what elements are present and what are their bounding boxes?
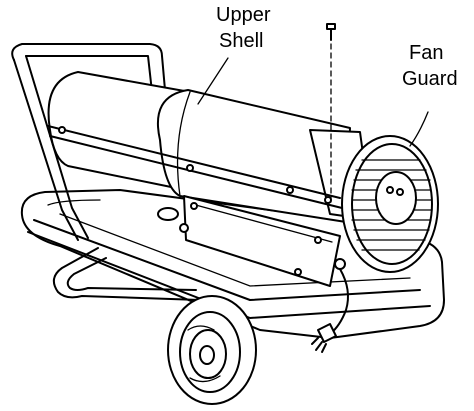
base-tray xyxy=(20,189,445,339)
upper-shell-label-line1: Upper xyxy=(216,4,271,26)
wheel-frame xyxy=(52,247,201,301)
wheel xyxy=(167,295,257,405)
fan-guard xyxy=(341,135,439,273)
screw-fastener xyxy=(326,23,336,203)
upper-shell xyxy=(47,71,373,223)
fan-guard-leader xyxy=(409,111,429,147)
fan-guard-label-line2: Guard xyxy=(402,68,458,90)
upper-shell-label-line2: Shell xyxy=(219,30,263,52)
control-panel xyxy=(157,195,341,287)
handle-frame xyxy=(11,43,166,241)
fan-guard-label-line1: Fan xyxy=(409,42,443,64)
power-cord xyxy=(311,258,349,353)
upper-shell-leader xyxy=(197,57,229,105)
